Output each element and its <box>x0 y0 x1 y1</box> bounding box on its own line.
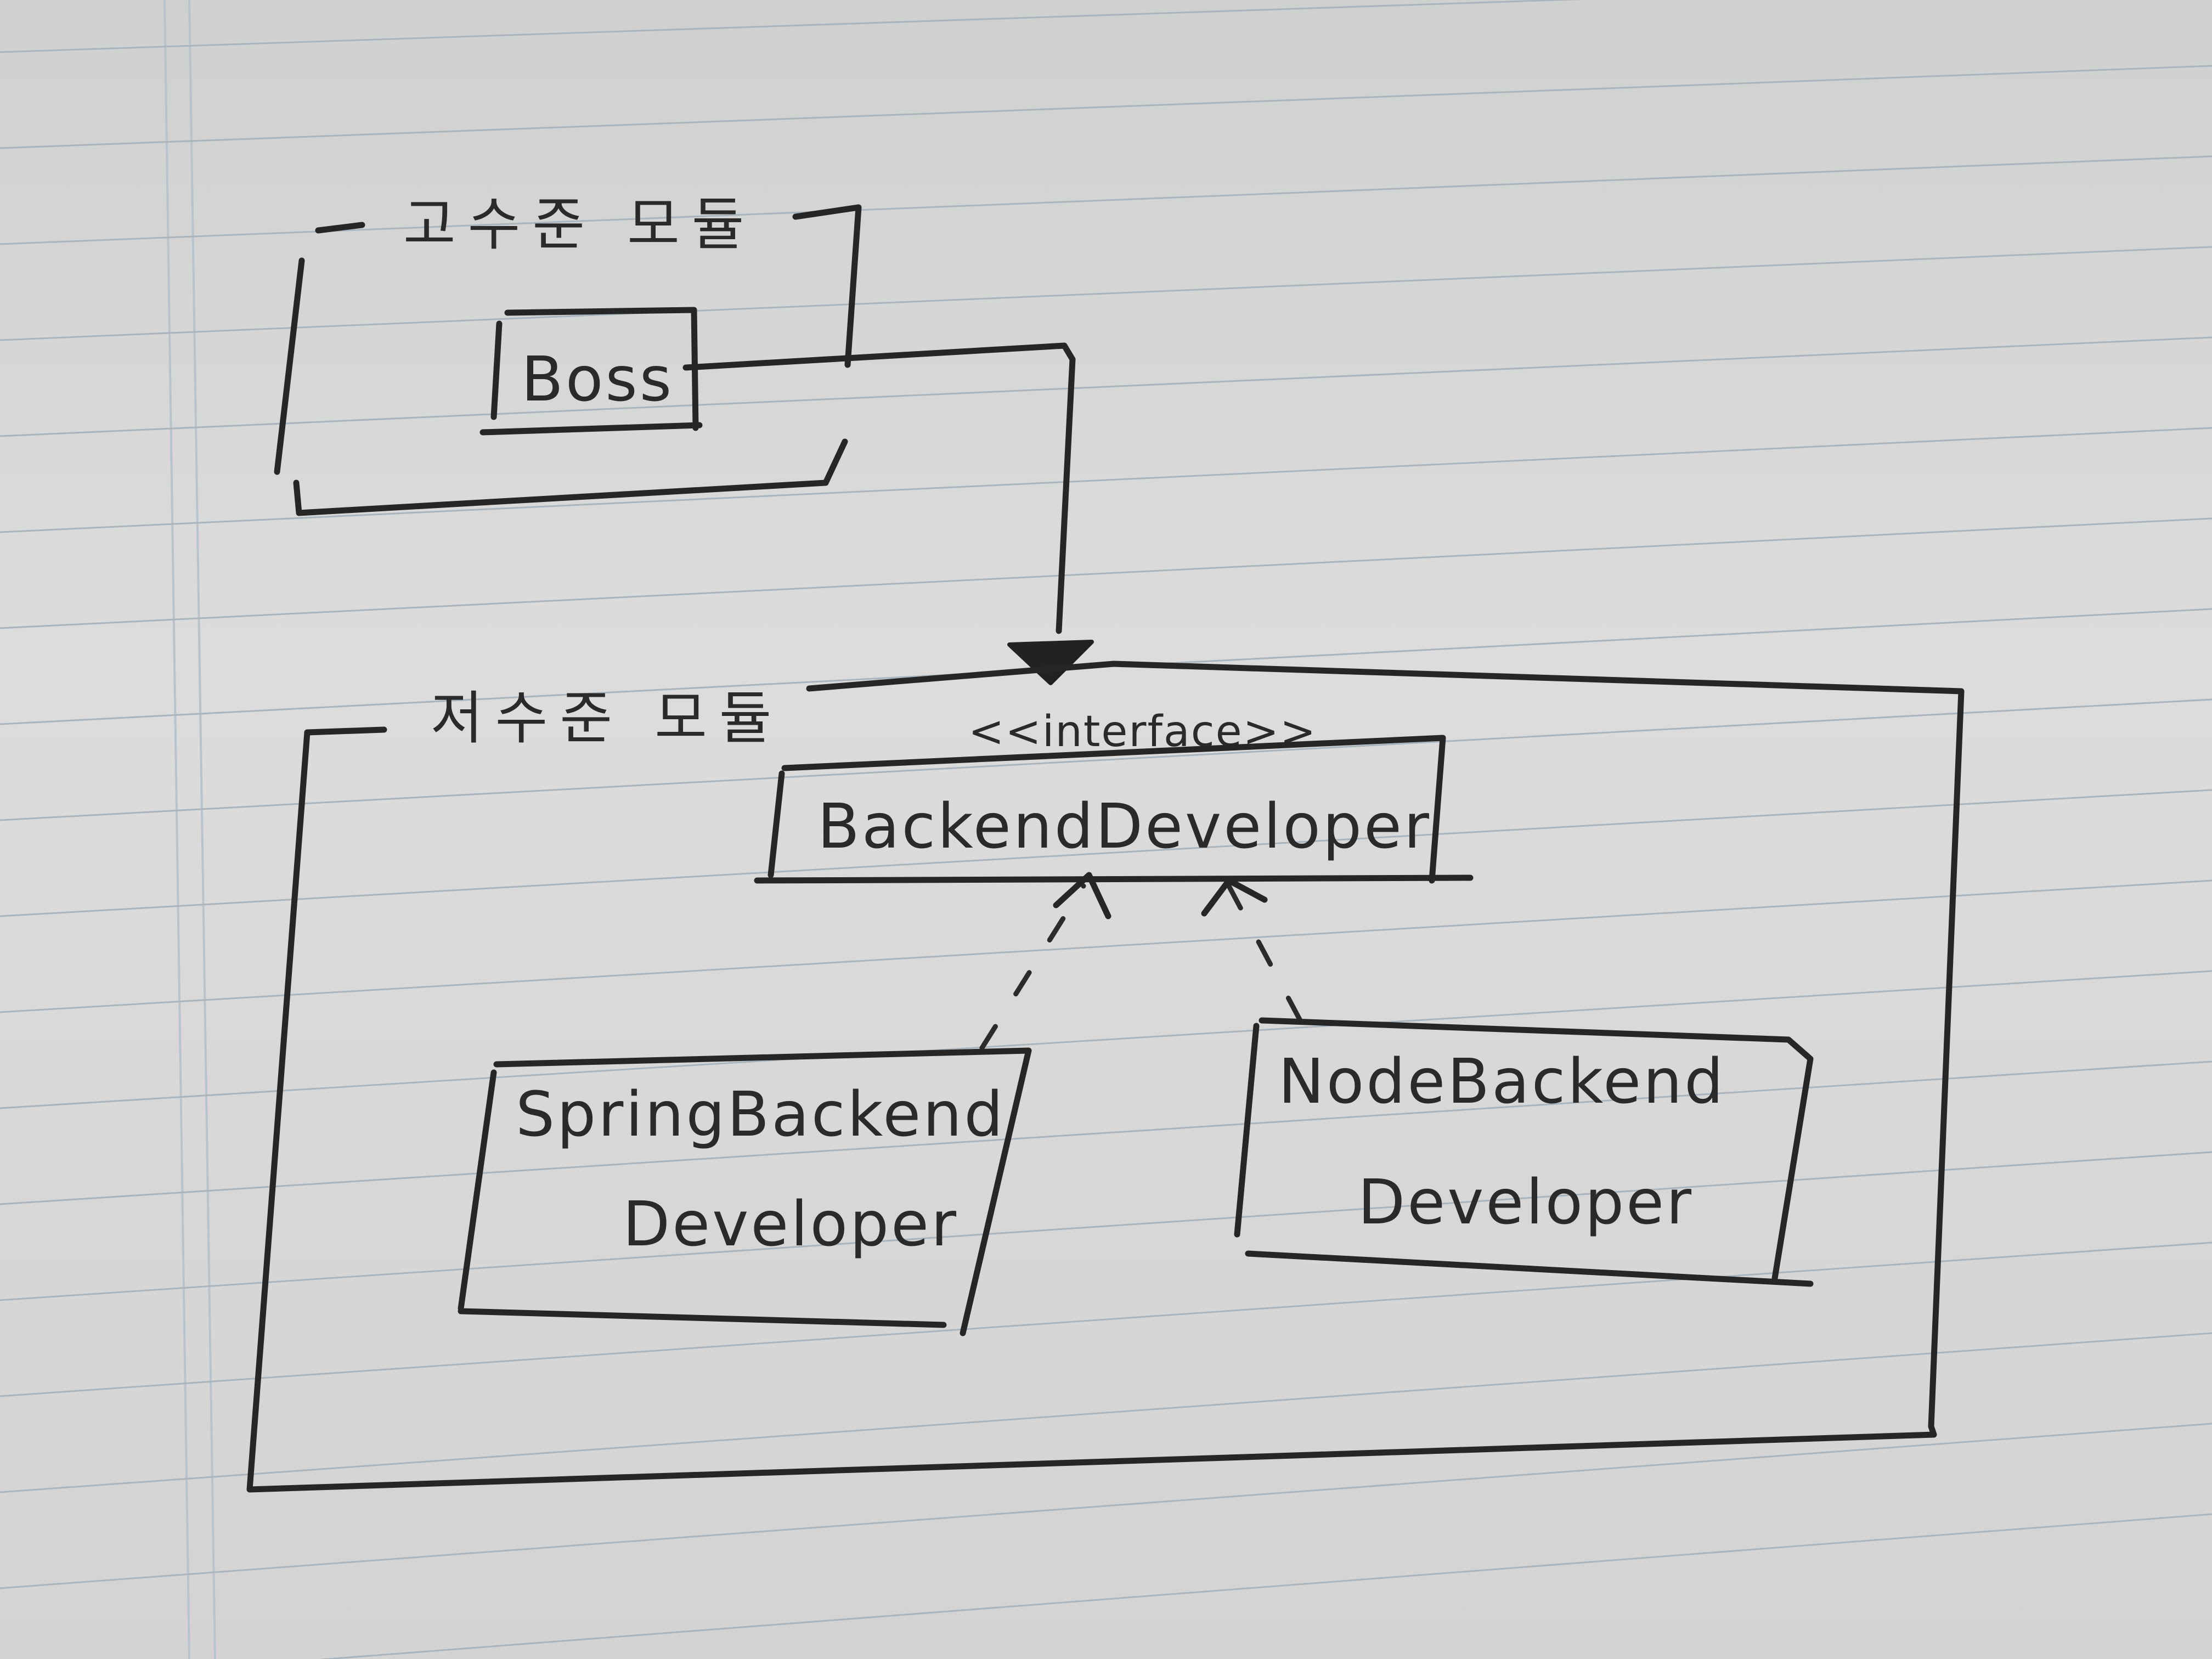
spring-realization <box>979 872 1111 1051</box>
spring-backend-developer-class: SpringBackend Developer <box>458 1047 1032 1336</box>
spring-realization-dashed-line <box>979 883 1086 1051</box>
node-realization-dashed-line <box>1226 883 1303 1023</box>
high-level-module-frame <box>274 204 862 516</box>
spring-class-name-line2: Developer <box>623 1189 958 1260</box>
low-level-module-title: 저수준 모듈 <box>431 685 783 752</box>
spring-realization-arrowhead <box>1053 872 1111 919</box>
association-arrowhead <box>1007 640 1094 685</box>
association-line <box>682 342 1076 634</box>
node-class-name-line2: Developer <box>1358 1167 1694 1238</box>
spring-class-name-line1: SpringBackend <box>516 1079 1005 1150</box>
node-backend-developer-class: NodeBackend Developer <box>1234 1017 1814 1287</box>
boss-to-interface-association <box>682 342 1094 685</box>
boss-class-box <box>479 307 703 436</box>
node-class-box <box>1234 1017 1814 1287</box>
high-level-module-title: 고수준 모듈 <box>403 191 756 258</box>
boss-class: Boss <box>479 307 703 436</box>
node-realization <box>1201 877 1303 1023</box>
node-class-name-line1: NodeBackend <box>1278 1046 1725 1118</box>
high-level-module: 고수준 모듈 Boss <box>274 191 862 516</box>
low-level-module-frame <box>246 661 1965 1493</box>
spring-class-box <box>458 1047 1032 1336</box>
interface-name: BackendDeveloper <box>817 791 1431 862</box>
node-realization-arrowhead <box>1201 877 1268 917</box>
boss-class-name: Boss <box>521 344 674 415</box>
interface-backend-developer: <<interface>> BackendDeveloper <box>754 707 1474 884</box>
interface-box <box>754 735 1474 884</box>
low-level-module: 저수준 모듈 <<interface>> BackendDeveloper Sp… <box>246 661 1965 1493</box>
